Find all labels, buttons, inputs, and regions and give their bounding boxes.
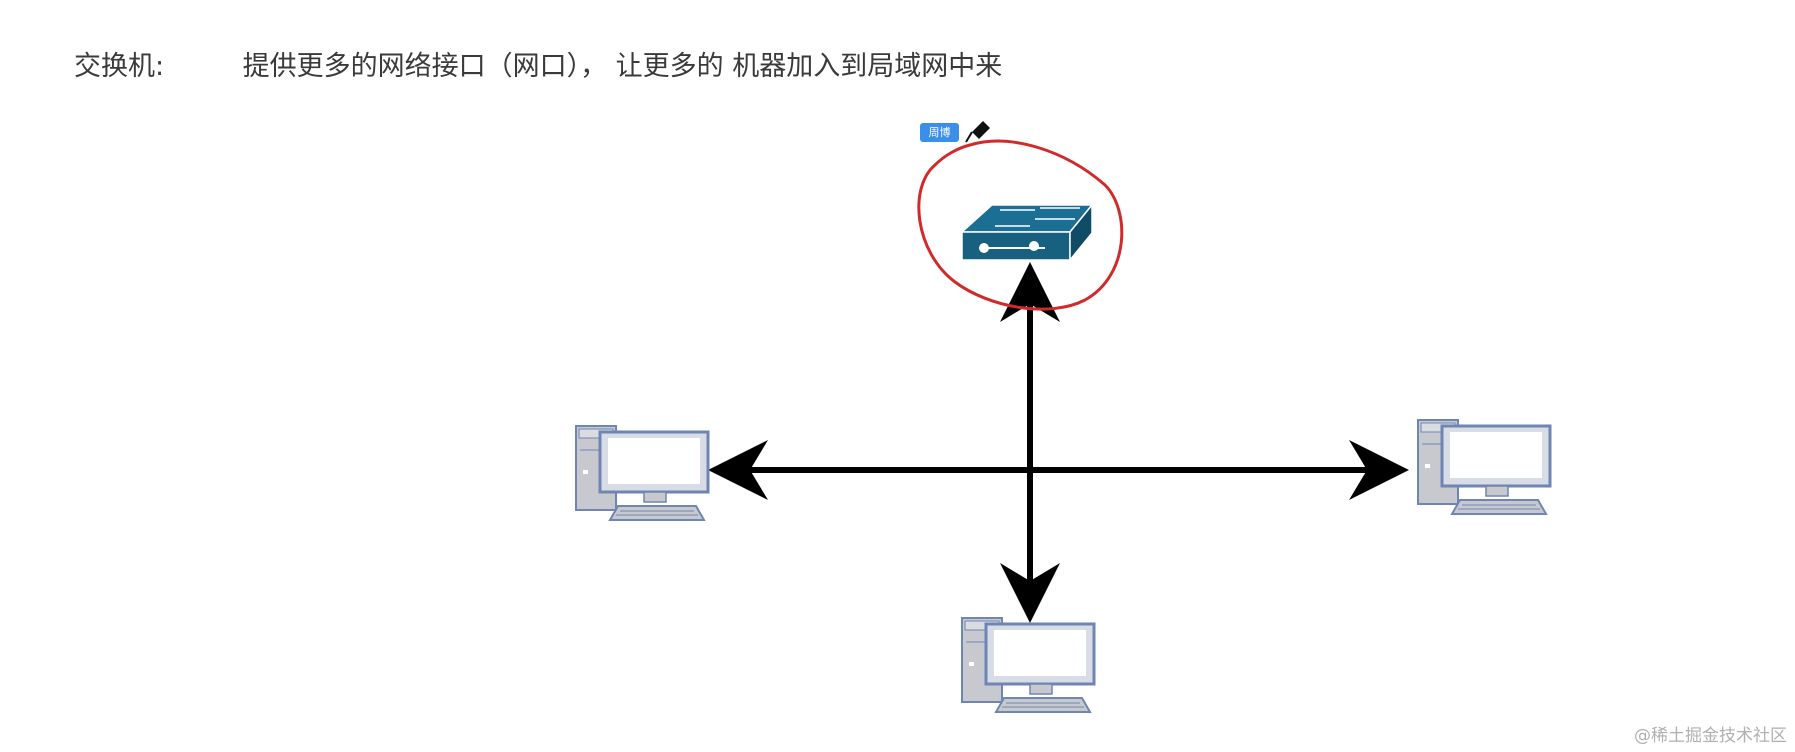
computer-right-icon (1416, 418, 1552, 516)
author-badge[interactable]: 周博 (920, 123, 959, 142)
computer-bottom-icon (960, 616, 1096, 714)
heading-description: 提供更多的网络接口（网口）， 让更多的 机器加入到局域网中来 (242, 51, 1003, 82)
heading-term: 交换机: (74, 51, 165, 82)
heading-row: 交换机: 提供更多的网络接口（网口）， 让更多的 机器加入到局域网中来 (74, 44, 1002, 83)
network-switch-icon (960, 202, 1094, 263)
pen-icon (965, 121, 990, 143)
computer-left-icon (574, 424, 710, 522)
highlight-circle (917, 139, 1124, 311)
watermark: @稀土掘金技术社区 (1634, 726, 1787, 746)
